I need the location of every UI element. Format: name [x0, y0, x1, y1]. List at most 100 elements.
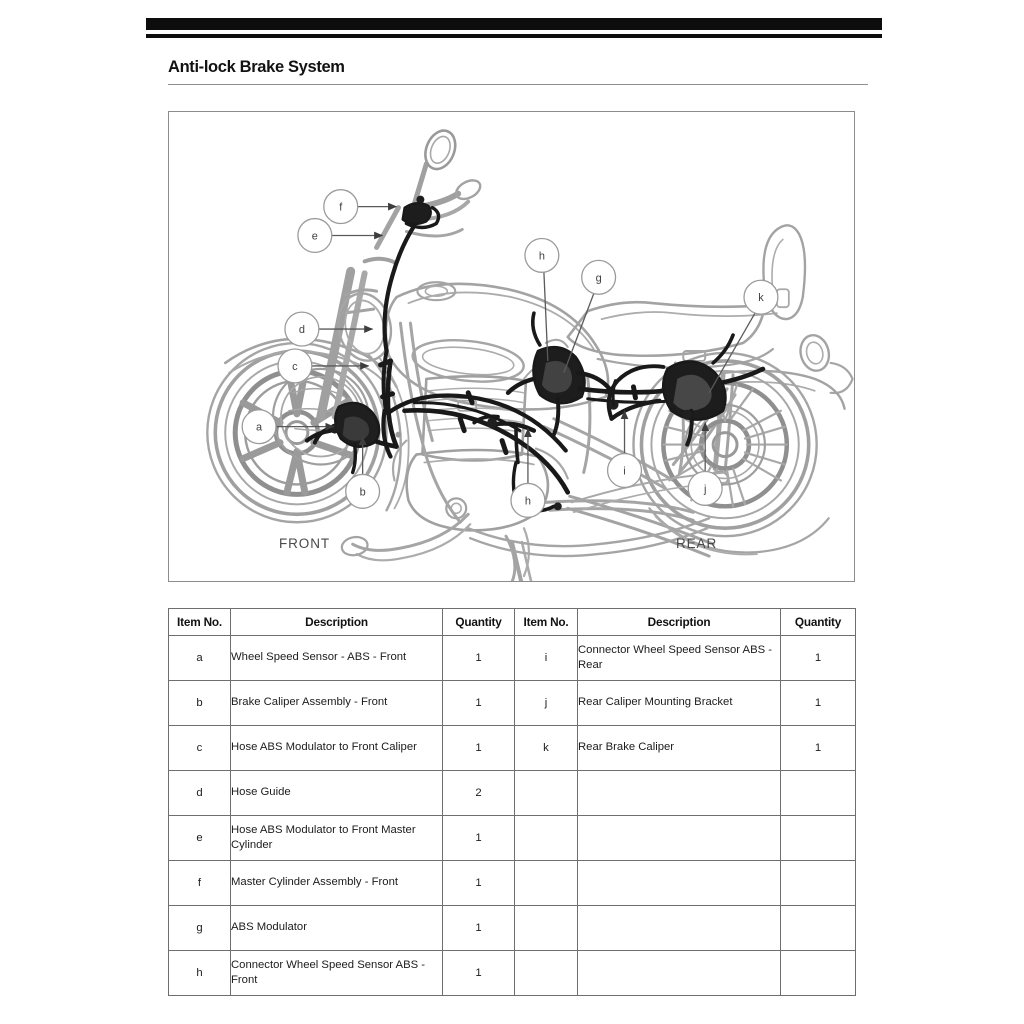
cell-qty-right: [780, 860, 856, 906]
callout-g-label: g: [596, 272, 602, 284]
callout-h-lower-label: h: [525, 495, 531, 507]
callout-f-label: f: [339, 202, 343, 214]
cell-item-left: e: [168, 815, 231, 861]
cell-desc-right: [577, 770, 781, 816]
leader-k: [708, 312, 756, 394]
cell-item-right: k: [514, 725, 578, 771]
cell-item-right: [514, 860, 578, 906]
callout-j[interactable]: j: [687, 470, 723, 506]
exhaust-system: [466, 517, 711, 558]
parts-list-table: Item No. Description Quantity Item No. D…: [168, 608, 856, 996]
callout-i[interactable]: i: [606, 452, 643, 489]
rear-bracket-hose: [606, 364, 666, 421]
cell-qty-right: 1: [780, 725, 856, 771]
cell-desc-right: Connector Wheel Speed Sensor ABS - Rear: [577, 635, 781, 681]
cell-desc-right: [577, 860, 781, 906]
cell-desc-left: Hose Guide: [230, 770, 443, 816]
cell-item-left: a: [168, 635, 231, 681]
header-quantity-right: Quantity: [780, 608, 856, 636]
table-row: b Brake Caliper Assembly - Front 1 j Rea…: [168, 680, 856, 726]
cell-qty-left: 1: [442, 680, 515, 726]
header-rule-group: [146, 18, 882, 38]
cell-item-right: [514, 950, 578, 996]
page-title: Anti-lock Brake System: [168, 58, 345, 76]
callout-i-label: i: [623, 465, 625, 477]
cell-qty-left: 1: [442, 725, 515, 771]
table-row: e Hose ABS Modulator to Front Master Cyl…: [168, 815, 856, 861]
cell-item-right: i: [514, 635, 578, 681]
callout-h-upper[interactable]: h: [524, 237, 560, 273]
callout-h-upper-label: h: [539, 250, 545, 262]
cell-desc-left: Wheel Speed Sensor - ABS - Front: [230, 635, 443, 681]
abs-motorcycle-diagram: f e d c a b h: [206, 129, 854, 581]
cell-desc-right: [577, 815, 781, 861]
harness-main-run: [402, 408, 571, 495]
callout-f[interactable]: f: [323, 189, 359, 225]
header-rule-gap: [146, 30, 882, 34]
callout-e-label: e: [312, 230, 318, 242]
cell-desc-left: Master Cylinder Assembly - Front: [230, 860, 443, 906]
cell-item-right: [514, 815, 578, 861]
leader-g: [563, 291, 596, 374]
cell-item-left: h: [168, 950, 231, 996]
header-item-no-right: Item No.: [514, 608, 578, 636]
cell-qty-right: 1: [780, 635, 856, 681]
callout-j-label: j: [703, 483, 706, 495]
cell-qty-right: [780, 815, 856, 861]
callout-c-label: c: [292, 361, 298, 373]
cell-item-left: g: [168, 905, 231, 951]
table-row: h Connector Wheel Speed Sensor ABS - Fro…: [168, 950, 856, 996]
header-item-no-left: Item No.: [168, 608, 231, 636]
callout-h-lower[interactable]: h: [510, 482, 546, 518]
callout-bubbles: f e d c a b h: [241, 189, 779, 518]
cell-desc-left: Hose ABS Modulator to Front Caliper: [230, 725, 443, 771]
table-row: d Hose Guide 2: [168, 770, 856, 816]
front-orientation-label: FRONT: [279, 536, 330, 551]
header-description-left: Description: [230, 608, 443, 636]
hose-mc-to-modulator: [382, 223, 417, 354]
callout-a-label: a: [256, 422, 263, 434]
header-quantity-left: Quantity: [442, 608, 515, 636]
cell-desc-right: [577, 905, 781, 951]
cell-item-left: f: [168, 860, 231, 906]
rear-brake-caliper: [609, 333, 735, 447]
header-thin-rule: [146, 34, 882, 38]
callout-d-label: d: [299, 324, 305, 336]
cell-item-left: d: [168, 770, 231, 816]
cell-qty-left: 2: [442, 770, 515, 816]
callout-c[interactable]: c: [277, 348, 313, 384]
page-title-block: Anti-lock Brake System: [168, 58, 868, 85]
cell-qty-left: 1: [442, 950, 515, 996]
cell-qty-left: 1: [442, 635, 515, 681]
cell-item-right: [514, 905, 578, 951]
cell-qty-left: 1: [442, 815, 515, 861]
cell-desc-right: Rear Caliper Mounting Bracket: [577, 680, 781, 726]
front-master-cylinder: [401, 195, 441, 230]
cell-desc-right: Rear Brake Caliper: [577, 725, 781, 771]
cell-desc-left: Brake Caliper Assembly - Front: [230, 680, 443, 726]
abs-hose-and-harness: [304, 195, 766, 513]
callout-d[interactable]: d: [284, 311, 320, 347]
callout-a[interactable]: a: [241, 409, 277, 445]
page-title-underline: [168, 84, 868, 85]
rear-orientation-label: REAR: [676, 536, 718, 551]
callout-leader-lines: [275, 202, 756, 485]
cell-item-right: [514, 770, 578, 816]
diagram-frame: f e d c a b h: [168, 111, 855, 582]
cell-qty-left: 1: [442, 860, 515, 906]
table-row: c Hose ABS Modulator to Front Caliper 1 …: [168, 725, 856, 771]
callout-k[interactable]: k: [743, 279, 779, 315]
table-header-row: Item No. Description Quantity Item No. D…: [168, 608, 856, 636]
callout-g[interactable]: g: [581, 259, 617, 295]
header-thick-rule: [146, 18, 882, 30]
cell-desc-right: [577, 950, 781, 996]
callout-b-label: b: [360, 486, 366, 498]
table-row: g ABS Modulator 1: [168, 905, 856, 951]
cell-qty-right: [780, 770, 856, 816]
cell-desc-left: ABS Modulator: [230, 905, 443, 951]
cell-qty-right: [780, 950, 856, 996]
cell-item-left: b: [168, 680, 231, 726]
callout-b[interactable]: b: [345, 473, 381, 509]
callout-e[interactable]: e: [297, 217, 333, 254]
cell-qty-right: 1: [780, 680, 856, 726]
